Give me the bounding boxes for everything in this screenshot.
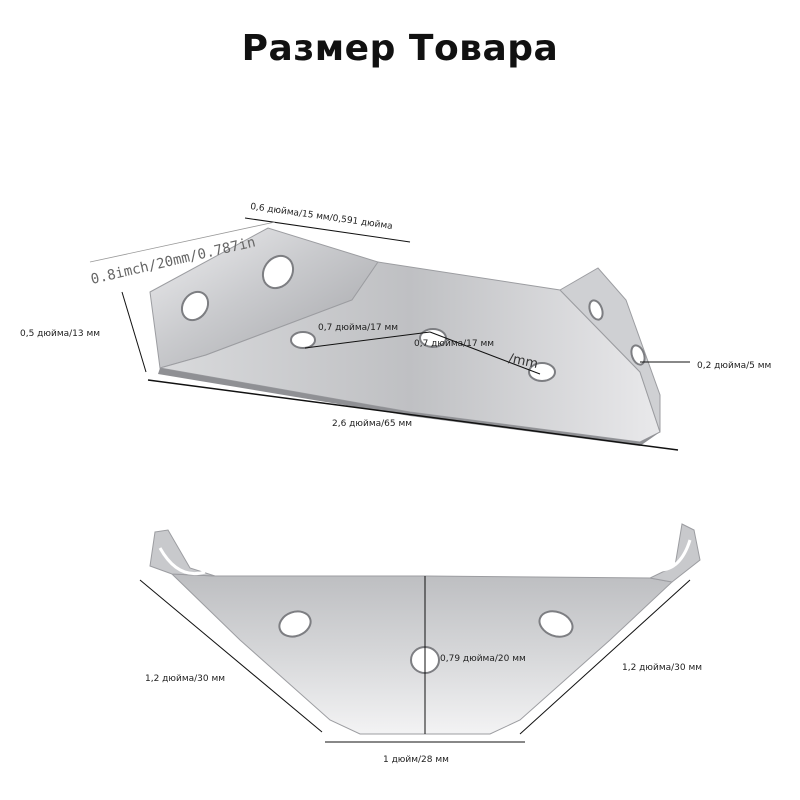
label-hole-spacing-middle-left: 0,7 дюйма/17 мм	[318, 323, 398, 333]
label-left-side: 1,2 дюйма/30 мм	[145, 674, 225, 684]
top-bracket-hole	[290, 331, 316, 349]
label-length: 2,6 дюйма/65 мм	[332, 419, 412, 429]
bottom-bracket: 1,2 дюйма/30 мм 0,79 дюйма/20 мм 1,2 дюй…	[139, 523, 702, 765]
label-bottom-width: 1 дюйм/28 мм	[383, 755, 449, 765]
bottom-bracket-hole	[538, 610, 574, 638]
top-bracket-hole	[630, 344, 646, 366]
top-bracket: 0,6 дюйма/15 мм/0,591 дюйма 0.8imch/20mm…	[20, 202, 771, 451]
label-hole-spacing-middle-right: 0,7 дюйма/17 мм	[414, 339, 494, 349]
top-bracket-right-tab	[559, 267, 661, 433]
bottom-bracket-left-tab	[149, 529, 216, 577]
label-hole-spacing-top: 0,6 дюйма/15 мм/0,591 дюйма	[250, 202, 394, 232]
bottom-bracket-left-notch	[158, 547, 206, 575]
top-bracket-hole	[261, 254, 295, 290]
page-title: Размер Товара	[241, 28, 559, 69]
top-bracket-edge	[158, 368, 660, 446]
label-thickness: 0,2 дюйма/5 мм	[697, 361, 771, 371]
top-bracket-hole	[180, 290, 210, 322]
top-bracket-hole	[588, 299, 604, 321]
bottom-bracket-right-notch	[655, 539, 692, 572]
dim-line-overlay	[89, 221, 276, 263]
label-mm-fragment: /mm	[507, 351, 539, 372]
label-right-side: 1,2 дюйма/30 мм	[622, 663, 702, 673]
dim-line-left-side	[139, 579, 323, 733]
bottom-bracket-hole	[278, 610, 312, 638]
dim-line-right-side	[519, 579, 691, 735]
dim-line-height	[121, 291, 147, 373]
label-center-height: 0,79 дюйма/20 мм	[440, 654, 526, 664]
dim-line-middle-left	[304, 331, 431, 349]
bottom-bracket-right-tab	[648, 523, 701, 583]
dim-line-hole-spacing-top	[244, 217, 411, 243]
dim-line-length	[147, 379, 679, 451]
top-bracket-hole	[528, 362, 556, 382]
label-height: 0,5 дюйма/13 мм	[20, 329, 100, 339]
dim-line-middle-right	[429, 331, 541, 375]
